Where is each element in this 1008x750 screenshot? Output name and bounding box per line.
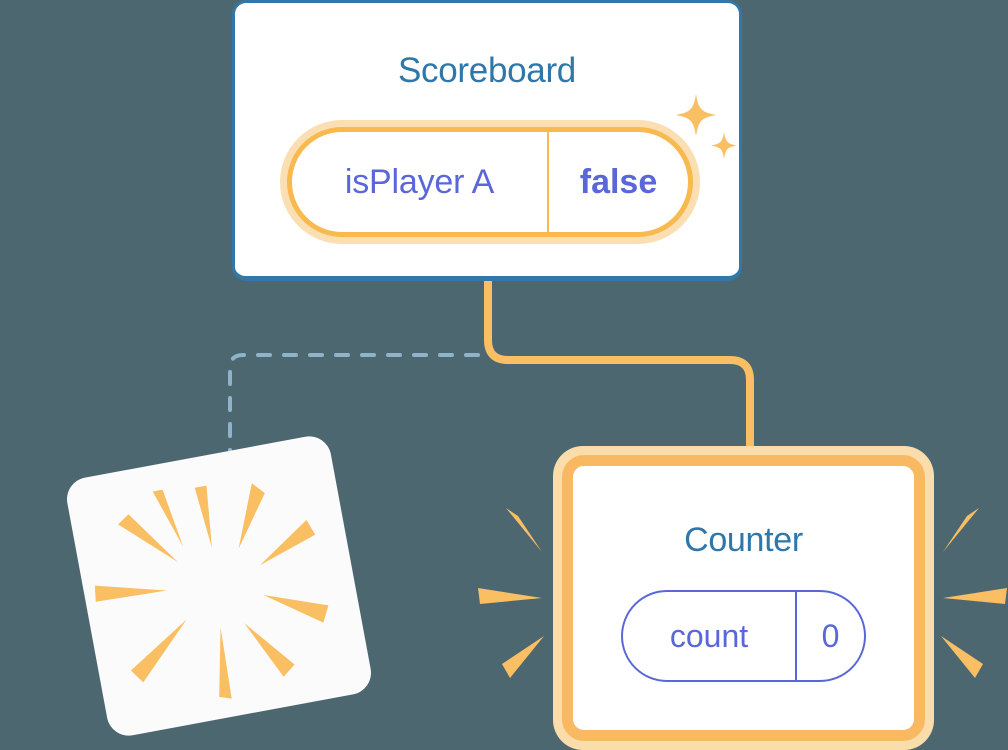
counter-ray bbox=[943, 588, 1007, 604]
sparkle-large-icon bbox=[676, 94, 716, 136]
burst-ray bbox=[152, 489, 184, 547]
burst-ray bbox=[238, 483, 265, 549]
counter-burst-rays-left-icon bbox=[478, 508, 544, 678]
burst-ray bbox=[130, 619, 187, 683]
counter-pill-value: 0 bbox=[795, 592, 864, 680]
counter-pill-key: count bbox=[669, 617, 749, 654]
counter-title: Counter bbox=[684, 521, 803, 559]
counter-ray bbox=[506, 508, 542, 552]
burst-ray bbox=[244, 623, 295, 677]
burst-card[interactable] bbox=[63, 432, 375, 740]
counter-card[interactable]: Counter count 0 bbox=[562, 455, 925, 741]
burst-ray bbox=[194, 485, 212, 548]
counter-ray bbox=[943, 508, 979, 552]
counter-ray bbox=[941, 636, 983, 678]
burst-rays-icon bbox=[94, 483, 329, 699]
scoreboard-pill-value: false bbox=[547, 132, 688, 232]
burst-ray bbox=[94, 585, 167, 602]
sparkle-small-icon bbox=[711, 132, 737, 159]
burst-ray bbox=[259, 519, 316, 566]
counter-ray bbox=[502, 636, 544, 678]
counter-burst-rays-right-icon bbox=[941, 508, 1007, 678]
scoreboard-pill-key: isPlayer A bbox=[344, 162, 495, 201]
scoreboard-card[interactable]: Scoreboard isPlayer A false bbox=[232, 0, 742, 281]
counter-ray bbox=[478, 588, 542, 604]
counter-state-pill[interactable]: count 0 bbox=[621, 590, 866, 682]
scoreboard-state-pill-wrapper: isPlayer A false bbox=[280, 120, 700, 244]
burst-ray bbox=[263, 595, 329, 623]
scoreboard-state-pill[interactable]: isPlayer A false bbox=[287, 127, 693, 237]
scoreboard-title: Scoreboard bbox=[398, 51, 576, 90]
connector-solid-scoreboard-to-counter bbox=[484, 281, 754, 460]
burst-ray bbox=[118, 514, 178, 563]
burst-ray bbox=[219, 627, 232, 699]
sparkles-icon bbox=[676, 94, 737, 159]
